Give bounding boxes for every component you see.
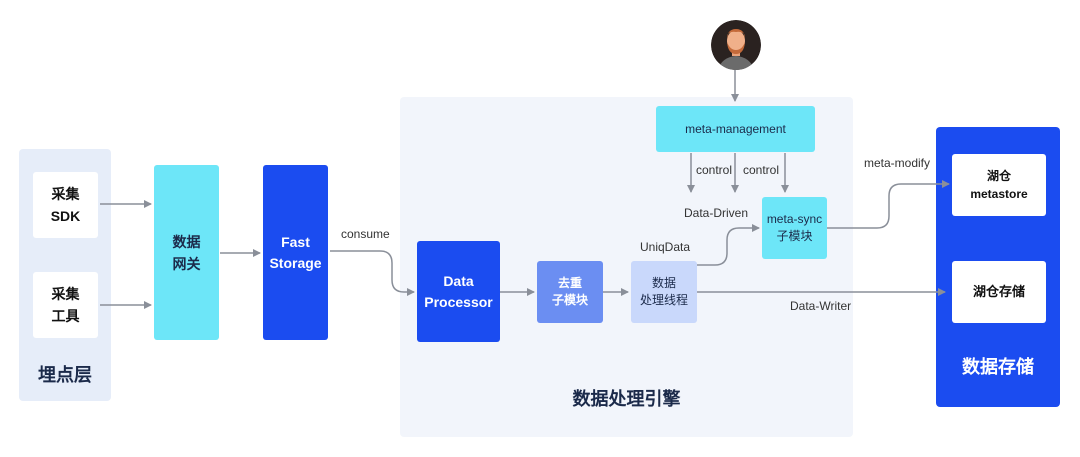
edge-meta-modify bbox=[827, 180, 950, 229]
node-lake-storage[interactable]: 湖仓存储 bbox=[952, 261, 1046, 323]
label-data-driven: Data-Driven bbox=[684, 206, 749, 220]
label-uniqdata: UniqData bbox=[640, 240, 691, 254]
label-control-2: control bbox=[743, 163, 780, 177]
label-consume: consume bbox=[341, 227, 390, 241]
storage-layer-title: 数据存储 bbox=[962, 357, 1034, 377]
node-dedup[interactable]: 去重 子模块 bbox=[537, 261, 603, 323]
edge-uniqdata bbox=[697, 224, 760, 266]
user-avatar-icon bbox=[711, 20, 761, 70]
node-data-processor[interactable]: Data Processor bbox=[417, 241, 500, 342]
collection-layer-title: 埋点层 bbox=[38, 365, 92, 385]
node-tool[interactable]: 采集 工具 bbox=[33, 272, 98, 338]
engine-title: 数据处理引擎 bbox=[572, 389, 681, 409]
node-meta-sync[interactable]: meta-sync 子模块 bbox=[762, 197, 827, 259]
node-sdk[interactable]: 采集 SDK bbox=[33, 172, 98, 238]
edge-consume bbox=[330, 250, 415, 296]
node-metastore[interactable]: 湖仓 metastore bbox=[952, 154, 1046, 216]
node-gateway[interactable]: 数据 网关 bbox=[154, 165, 219, 340]
label-meta-modify: meta-modify bbox=[864, 156, 931, 170]
node-fast-storage[interactable]: Fast Storage bbox=[263, 165, 328, 340]
label-data-writer: Data-Writer bbox=[790, 299, 852, 313]
label-control-1: control bbox=[696, 163, 733, 177]
node-process-thread[interactable]: 数据 处理线程 bbox=[631, 261, 697, 323]
node-meta-management[interactable]: meta-management bbox=[656, 106, 815, 152]
